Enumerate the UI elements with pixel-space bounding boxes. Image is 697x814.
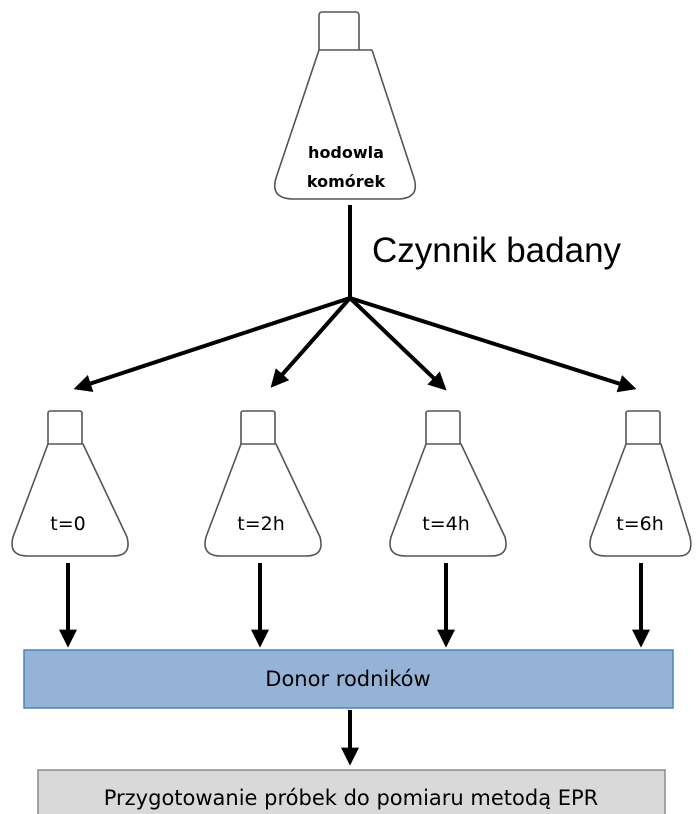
donor-box: Donor rodników [23, 649, 674, 709]
branch-arrow-t2h [270, 296, 352, 388]
timepoint-flask-neck [625, 410, 661, 447]
timepoint-label: t=4h [422, 513, 470, 535]
timepoint-flask-neck [425, 410, 461, 447]
prep-box-rect [37, 769, 666, 814]
branch-arrow-t4h [348, 296, 447, 391]
timepoint-flask-t0: t=0 [11, 410, 129, 557]
source-flask-label-line1: hodowla [308, 143, 384, 162]
timepoint-flask-neck [240, 410, 276, 447]
timepoint-flask-neck [47, 410, 83, 447]
timepoint-label: t=6h [616, 513, 664, 535]
donor-box-label: Donor rodników [265, 667, 430, 691]
source-flask-body [273, 49, 417, 200]
branch-arrow-t6h [349, 296, 637, 393]
timepoint-flask-t6h: t=6h [589, 410, 692, 557]
prep-box-label: Przygotowanie próbek do pomiaru metodą E… [104, 786, 599, 810]
branch-arrow-t0 [73, 296, 351, 393]
timepoint-flask-body [589, 443, 692, 557]
timepoint-flask-t4h: t=4h [389, 410, 507, 557]
factor-label: Czynnik badany [372, 231, 622, 270]
source-flask-neck [318, 11, 360, 53]
source-flask-label-line2: komórek [307, 172, 386, 191]
timepoint-flask-body [204, 443, 322, 557]
timepoint-label: t=2h [237, 513, 285, 535]
timepoint-flask-body [11, 443, 129, 557]
prep-box: Przygotowanie próbek do pomiaru metodą E… [37, 769, 666, 814]
source-flask: hodowla komórek [273, 11, 417, 200]
timepoint-flask-t2h: t=2h [204, 410, 322, 557]
timepoint-label: t=0 [50, 513, 85, 535]
timepoint-flask-body [389, 443, 507, 557]
donor-box-rect [23, 649, 674, 709]
